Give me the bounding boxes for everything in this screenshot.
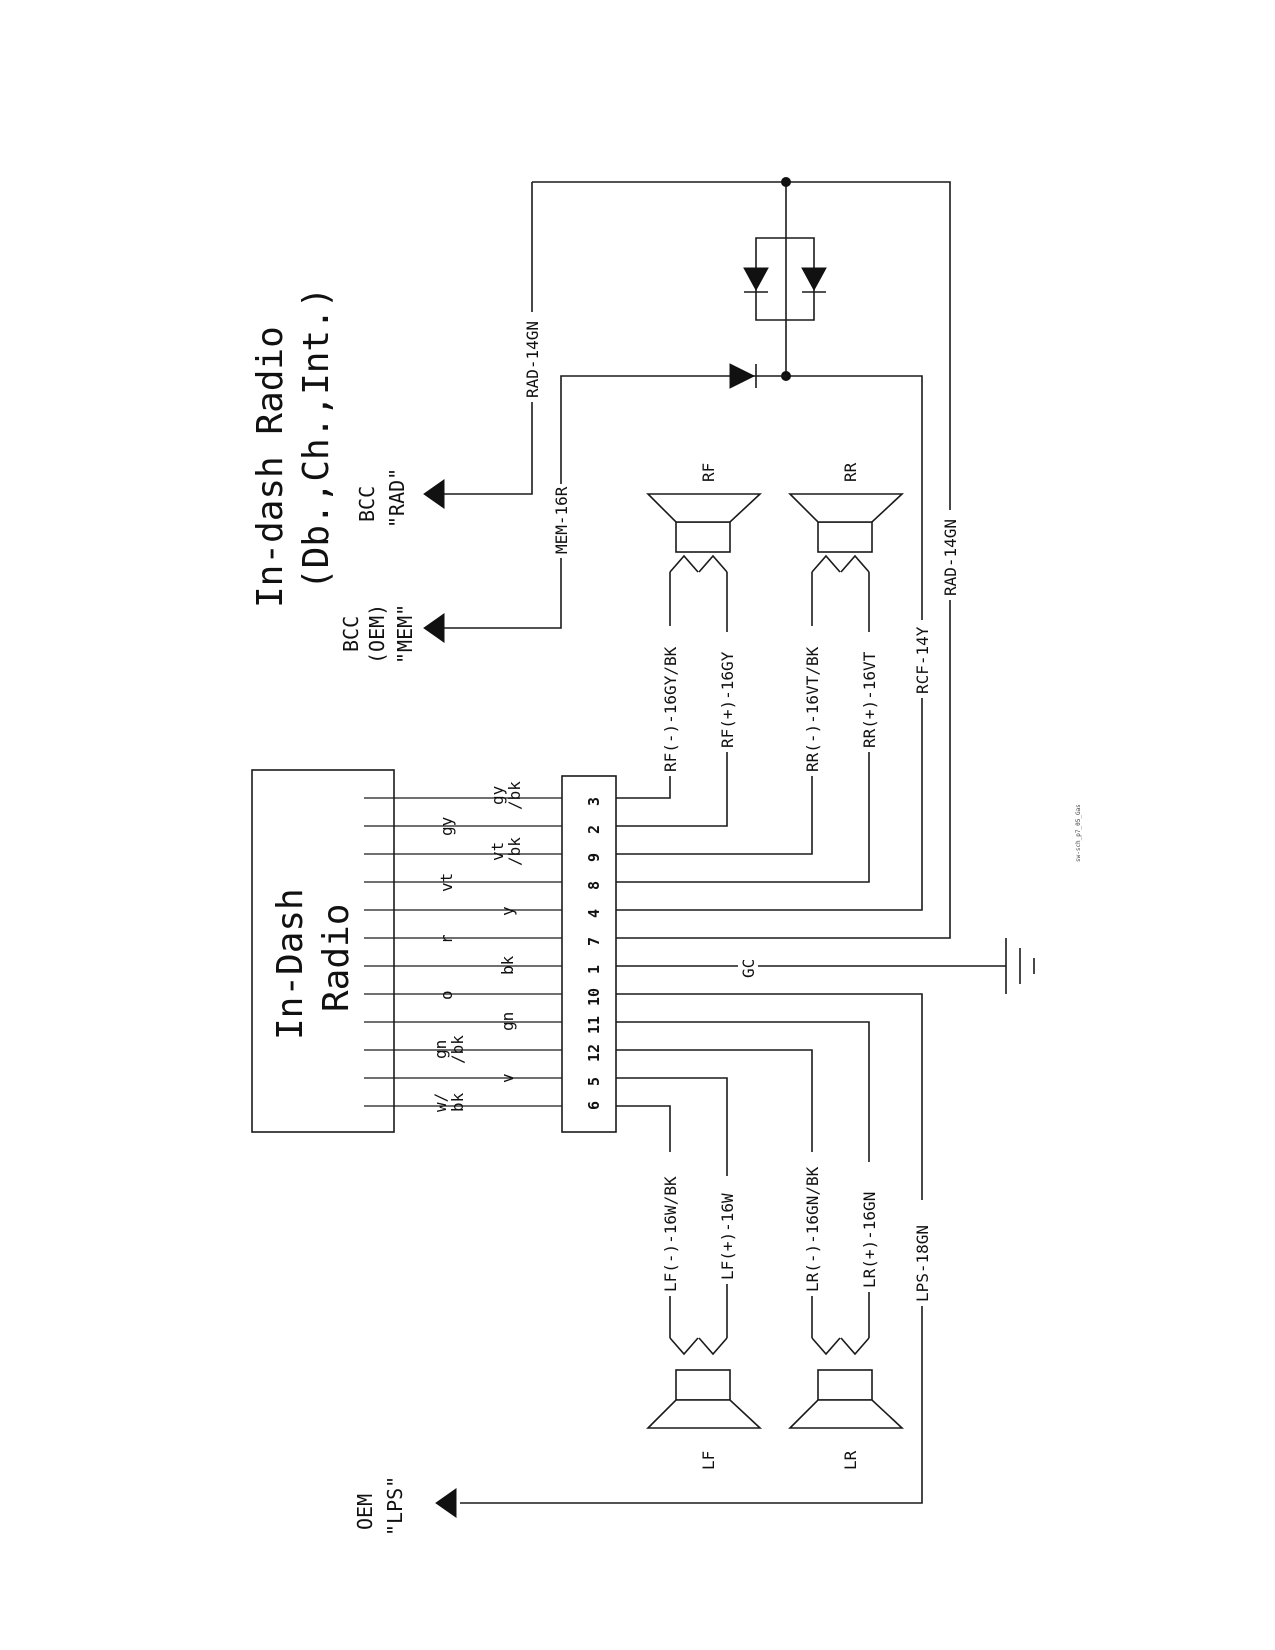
circuit-label: RCF-14Y (913, 626, 932, 694)
wire-label: bk (498, 955, 517, 975)
wire-label: gn (431, 1040, 450, 1059)
wire-label: vt (437, 873, 456, 892)
bcc-mem-line-3: "MEM" (393, 604, 417, 664)
speaker-lr: LR (788, 1337, 905, 1470)
circuit-label: RAD-14GN (523, 321, 542, 398)
oem-lps-line-1: OEM (353, 1494, 377, 1530)
connector-body (561, 775, 617, 1133)
wire-label: gy (488, 785, 507, 805)
speaker-rf: RF (646, 463, 763, 573)
wire-label: w/ (431, 1093, 450, 1112)
diode-icon (729, 363, 756, 389)
speaker-label: LR (841, 1450, 860, 1470)
title-line-2: (Db.,Ch.,Int.) (296, 287, 337, 590)
wire-label: r (437, 934, 456, 944)
pin-number: 9 (585, 853, 603, 862)
radio-harness-wires (364, 797, 562, 1107)
speaker-rr: RR (788, 462, 905, 573)
wire-label: gn (498, 1012, 517, 1031)
wire-label: bk (448, 1092, 467, 1112)
wire-label: /bk (448, 1035, 467, 1064)
circuit-label: RR(+)-16VT (860, 651, 879, 748)
diode-icon (743, 267, 769, 292)
oem-lps-arrow-icon (435, 1488, 457, 1518)
speaker-label: RR (841, 462, 860, 482)
speaker-label: LF (699, 1451, 718, 1470)
speaker-lf: LF (646, 1337, 763, 1470)
pin-number: 6 (585, 1101, 603, 1110)
speaker-label: RF (699, 463, 718, 482)
bcc-mem-line-1: BCC (339, 616, 363, 652)
radio-box (251, 769, 395, 1133)
wire-label: v (498, 1073, 517, 1083)
circuit-labels: RF(-)-16GY/BK RF(+)-16GY RR(-)-16VT/BK R… (522, 312, 960, 1306)
pin-number: 10 (585, 988, 603, 1006)
radio-unit: In-Dash Radio (251, 769, 395, 1133)
ground-symbol (1005, 938, 1035, 994)
bcc-mem-arrow-icon (423, 613, 445, 643)
oem-lps-line-2: "LPS" (383, 1476, 407, 1536)
circuit-label: LF(+)-16W (718, 1193, 737, 1280)
pin-number: 1 (585, 965, 603, 974)
external-connectors: BCC "RAD" BCC (OEM) "MEM" OEM "LPS" (339, 468, 457, 1536)
bcc-rad-line-2: "RAD" (385, 468, 409, 528)
bcc-rad-arrow-icon (423, 479, 445, 509)
pin-number: 12 (585, 1044, 603, 1062)
diagram-code: sw-sch_p7_05_Gas (1075, 804, 1082, 862)
circuit-label: RF(-)-16GY/BK (661, 646, 680, 772)
pin-number: 4 (585, 909, 603, 918)
connector-block: 3 2 9 8 4 7 1 10 11 12 5 6 (561, 775, 617, 1133)
pin-number: 8 (585, 881, 603, 890)
diode-icon (801, 267, 827, 292)
circuit-label: LPS-18GN (913, 1225, 932, 1302)
radio-label-line-2: Radio (316, 904, 357, 1012)
wire-label: /bk (505, 837, 524, 866)
diode-network (444, 177, 827, 629)
radio-label-line-1: In-Dash (270, 888, 311, 1040)
title-line-1: In-dash Radio (250, 326, 291, 608)
circuit-label: RF(+)-16GY (718, 651, 737, 748)
diagram-title: In-dash Radio (Db.,Ch.,Int.) (250, 287, 337, 608)
bcc-mem-line-2: (OEM) (365, 604, 389, 664)
circuit-label: RR(-)-16VT/BK (803, 646, 822, 772)
circuit-label: RAD-14GN (941, 519, 960, 596)
circuit-label: GC (739, 959, 758, 978)
pin-number: 2 (585, 825, 603, 834)
wire-label: y (498, 906, 517, 916)
wire-label: /bk (505, 781, 524, 810)
pin-number: 7 (585, 937, 603, 946)
pin-number: 5 (585, 1077, 603, 1086)
circuit-label: LR(+)-16GN (860, 1192, 879, 1288)
wire-label: vt (488, 842, 507, 861)
wire-label: gy (437, 816, 456, 836)
pin-number: 3 (585, 797, 603, 806)
wire-color-labels: gy /bk gy vt /bk vt y r bk o gn gn /bk v… (431, 781, 524, 1112)
pin-number: 11 (585, 1016, 603, 1034)
wire-label: o (437, 990, 456, 1000)
bcc-rad-line-1: BCC (355, 486, 379, 522)
circuit-label: LR(-)-16GN/BK (803, 1166, 822, 1292)
circuit-label: LF(-)-16W/BK (661, 1176, 680, 1292)
circuit-label: MEM-16R (552, 486, 571, 554)
